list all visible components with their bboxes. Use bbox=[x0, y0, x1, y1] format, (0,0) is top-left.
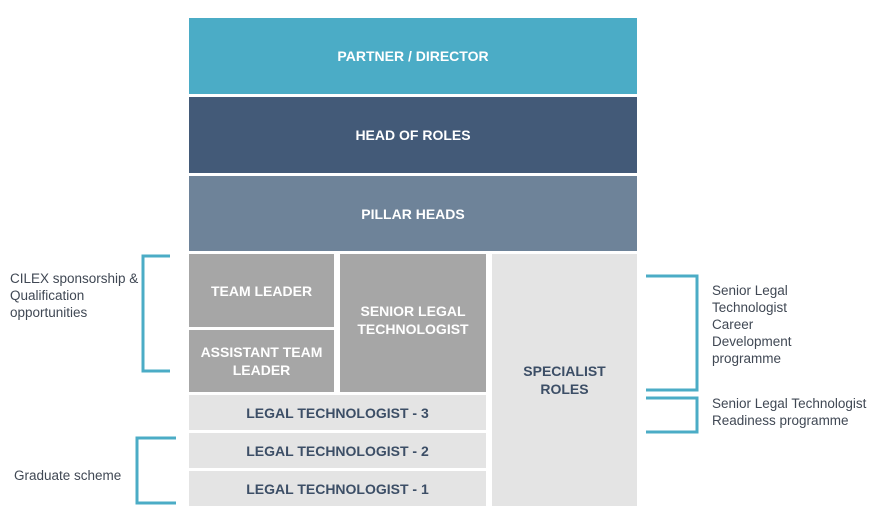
partner-director-box: PARTNER / DIRECTOR bbox=[189, 18, 637, 94]
career-development-text: Senior Legal Technologist Career Develop… bbox=[712, 283, 792, 366]
legal-technologist-2-box: LEGAL TECHNOLOGIST - 2 bbox=[189, 433, 486, 468]
cilex-text: CILEX sponsorship & Qualification opport… bbox=[10, 271, 139, 320]
senior-legal-technologist-box: SENIOR LEGAL TECHNOLOGIST bbox=[340, 254, 486, 392]
pillar-heads-box: PILLAR HEADS bbox=[189, 176, 637, 251]
career-development-bracket bbox=[646, 274, 699, 392]
cilex-bracket bbox=[141, 254, 170, 373]
specialist-roles-label: SPECIALIST ROLES bbox=[523, 363, 606, 397]
graduate-note: Graduate scheme bbox=[14, 467, 139, 484]
legal-technologist-3-box: LEGAL TECHNOLOGIST - 3 bbox=[189, 395, 486, 430]
head-of-roles-box: HEAD OF ROLES bbox=[189, 97, 637, 173]
readiness-text: Senior Legal Technologist Readiness prog… bbox=[712, 396, 867, 428]
assistant-team-leader-box: ASSISTANT TEAM LEADER bbox=[189, 330, 334, 392]
graduate-text: Graduate scheme bbox=[14, 468, 122, 483]
readiness-note: Senior Legal Technologist Readiness prog… bbox=[712, 395, 872, 429]
cilex-note: CILEX sponsorship & Qualification opport… bbox=[10, 270, 140, 321]
head-of-roles-label: HEAD OF ROLES bbox=[355, 127, 471, 143]
pillar-heads-label: PILLAR HEADS bbox=[361, 205, 465, 222]
specialist-roles-box: SPECIALIST ROLES bbox=[492, 254, 637, 506]
legal-technologist-1-box: LEGAL TECHNOLOGIST - 1 bbox=[189, 471, 486, 506]
legal-technologist-2-label: LEGAL TECHNOLOGIST - 2 bbox=[246, 442, 429, 459]
career-development-note: Senior Legal Technologist Career Develop… bbox=[712, 282, 812, 367]
readiness-bracket bbox=[646, 396, 699, 434]
partner-director-label: PARTNER / DIRECTOR bbox=[337, 48, 489, 64]
legal-technologist-1-label: LEGAL TECHNOLOGIST - 1 bbox=[246, 480, 429, 497]
legal-technologist-3-label: LEGAL TECHNOLOGIST - 3 bbox=[246, 404, 429, 421]
team-leader-label: TEAM LEADER bbox=[210, 282, 313, 299]
team-leader-box: TEAM LEADER bbox=[189, 254, 334, 327]
graduate-bracket bbox=[135, 436, 176, 505]
senior-legal-technologist-label: SENIOR LEGAL TECHNOLOGIST bbox=[357, 303, 469, 337]
assistant-team-leader-label: ASSISTANT TEAM LEADER bbox=[200, 344, 323, 378]
